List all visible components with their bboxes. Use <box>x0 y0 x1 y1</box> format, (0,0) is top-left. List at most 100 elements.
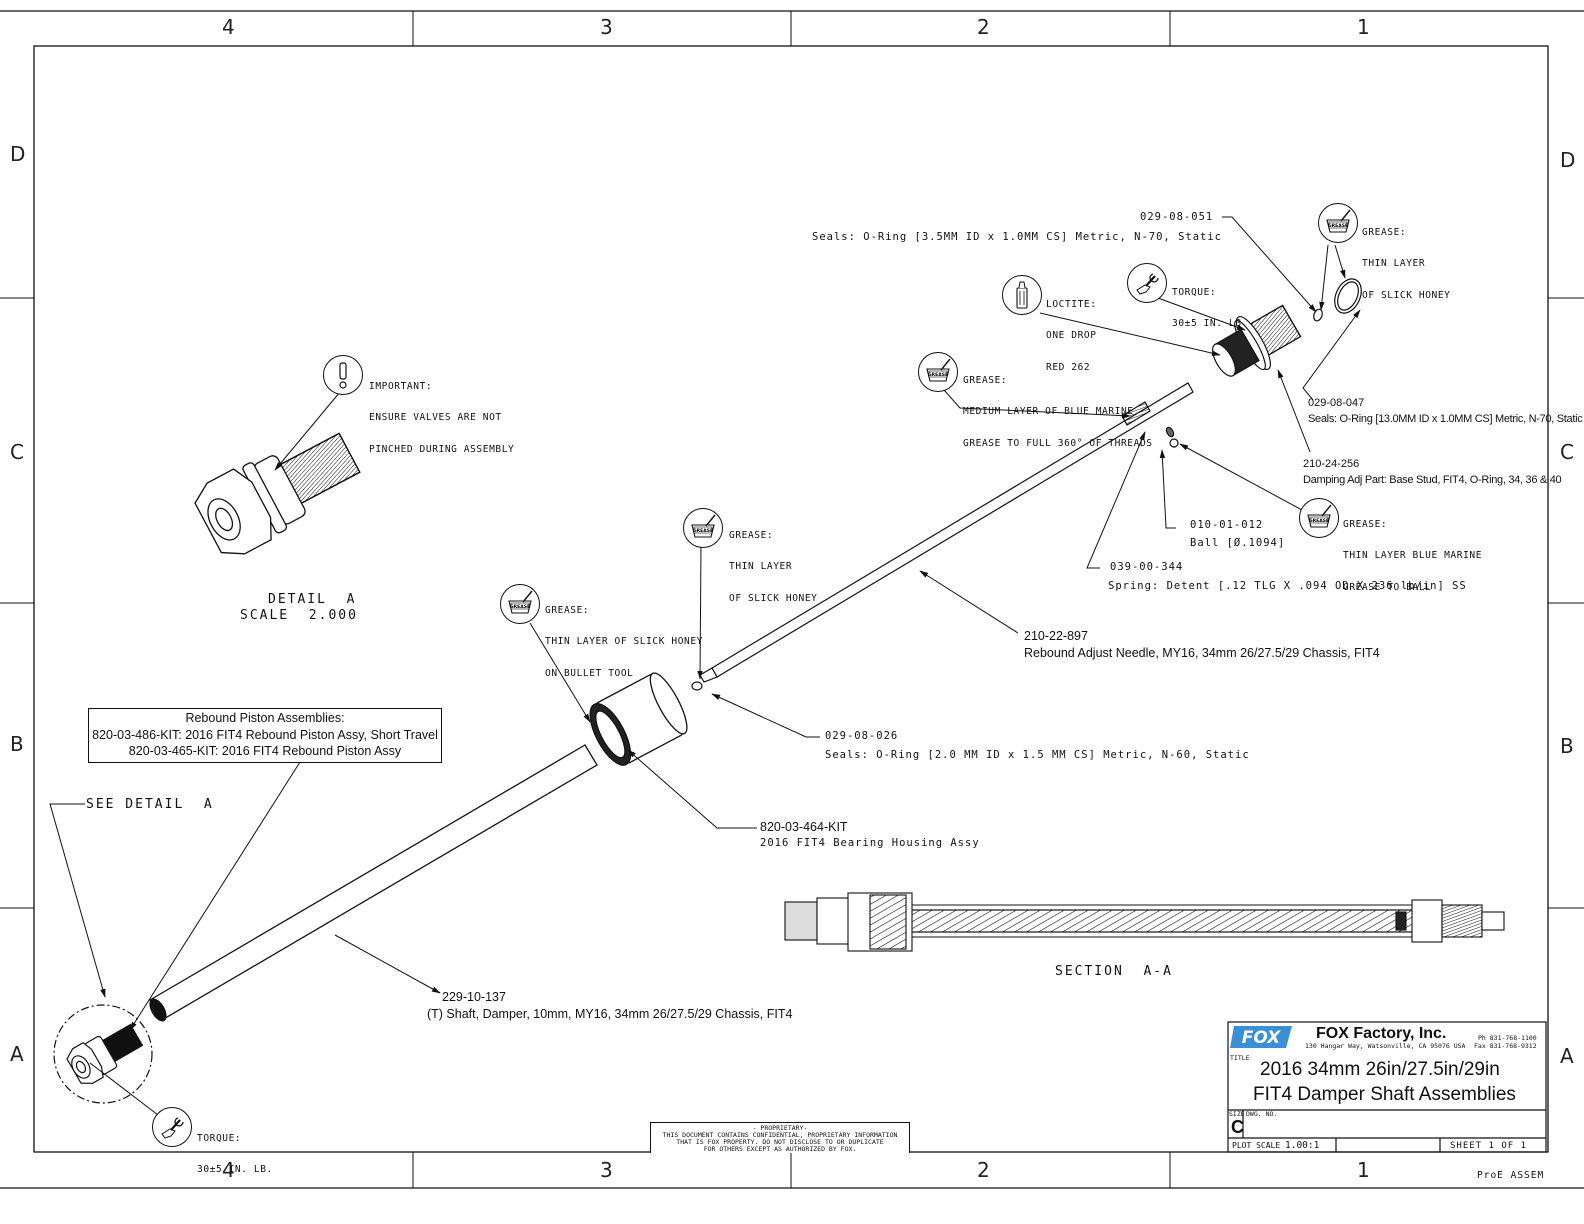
part-description: (T) Shaft, Damper, 10mm, MY16, 34mm 26/2… <box>427 1007 793 1021</box>
wrench-hand-icon <box>161 1117 184 1139</box>
zone-row-c: C <box>10 440 24 464</box>
note-line: 30±5 IN. LB. <box>197 1164 273 1176</box>
note-line: GREASE: <box>545 604 590 616</box>
part-number: 039-00-344 <box>1110 561 1184 573</box>
zone-column-1-bottom: 1 <box>1357 1158 1370 1182</box>
grease-bullet-note: GREASE: THIN LAYER OF SLICK HONEY ON BUL… <box>545 585 703 689</box>
detail-a-drawing <box>194 432 361 555</box>
note-line: RED 262 <box>1046 361 1091 373</box>
svg-text:GREASE: GREASE <box>693 528 713 534</box>
plot-scale-value: 1.00:1 <box>1285 1140 1320 1151</box>
bearing-housing-drawing <box>589 672 688 766</box>
part-description: 2016 FIT4 Bearing Housing Assy <box>760 837 980 849</box>
drawing-title-line-2: FIT4 Damper Shaft Assemblies <box>1253 1084 1516 1105</box>
plot-scale-label: PLOT SCALE <box>1232 1141 1281 1150</box>
zone-row-c-right: C <box>1560 440 1574 464</box>
company-fax: Fax 831-768-9312 <box>1474 1042 1537 1050</box>
grease-needle-note: GREASE: THIN LAYER OF SLICK HONEY <box>729 510 817 614</box>
svg-text:GREASE: GREASE <box>1309 518 1329 524</box>
loctite-tube-icon <box>1016 281 1028 309</box>
proprietary-line: FOR OTHERS EXCEPT AS AUTHORIZED BY FOX. <box>703 1145 857 1153</box>
proprietary-notice: - PROPRIETARY- THIS DOCUMENT CONTAINS CO… <box>650 1122 910 1153</box>
important-callout <box>323 355 363 395</box>
see-detail-a-label: SEE DETAIL A <box>86 797 214 812</box>
exclamation-icon <box>339 362 347 389</box>
note-line: TORQUE: <box>1172 286 1217 298</box>
rebound-needle-drawing <box>691 382 1194 691</box>
grease-ball-note: GREASE: THIN LAYER BLUE MARINE GREASE TO… <box>1343 499 1482 603</box>
detail-a-scale: SCALE 2.000 <box>240 608 358 623</box>
leader-lines <box>49 216 1361 1116</box>
sheet-count: SHEET 1 OF 1 <box>1450 1141 1528 1151</box>
company-phone: Ph 831-768-1100 <box>1478 1034 1537 1042</box>
detail-a-title: DETAIL A <box>268 592 357 607</box>
damper-shaft-drawing <box>149 744 598 1022</box>
note-line: GREASE: <box>963 374 1008 386</box>
part-number: 010-01-012 <box>1190 519 1264 531</box>
grease-top-note: GREASE: THIN LAYER OF SLICK HONEY <box>1362 207 1450 311</box>
torque-bottom-callout <box>152 1107 192 1147</box>
part-description: Damping Adj Part: Base Stud, FIT4, O-Rin… <box>1303 474 1562 486</box>
note-line: IMPORTANT: <box>369 380 433 392</box>
title-label: TITLE <box>1230 1054 1250 1062</box>
grease-ball-callout: GREASE <box>1299 498 1339 538</box>
note-line: PINCHED DURING ASSEMBLY <box>369 443 515 455</box>
note-line: MEDIUM LAYER OF BLUE MARINE <box>963 406 1134 418</box>
svg-text:GREASE: GREASE <box>510 604 530 610</box>
proprietary-line: THAT IS FOX PROPERTY. DO NOT DISCLOSE TO… <box>676 1138 884 1146</box>
part-description: Rebound Adjust Needle, MY16, 34mm 26/27.… <box>1024 646 1380 660</box>
zone-column-3: 3 <box>600 15 613 39</box>
note-line: THIN LAYER OF SLICK HONEY <box>545 636 703 648</box>
rebound-piston-box: Rebound Piston Assemblies: 820-03-486-KI… <box>88 708 442 763</box>
part-description: Seals: O-Ring [3.5MM ID x 1.0MM CS] Metr… <box>812 231 1223 243</box>
grease-icon: GREASE <box>926 358 951 382</box>
wrench-hand-icon <box>1136 273 1159 295</box>
part-number: 229-10-137 <box>442 990 506 1004</box>
note-line: ONE DROP <box>1046 330 1097 342</box>
size-label: SIZE <box>1229 1110 1245 1118</box>
footer-label: ProE ASSEM <box>1477 1170 1545 1181</box>
proprietary-title: - PROPRIETARY- <box>752 1124 808 1132</box>
grease-threads-callout: GREASE <box>918 352 958 392</box>
part-description: Seals: O-Ring [13.0MM ID x 1.0MM CS] Met… <box>1308 413 1583 425</box>
grease-top-callout: GREASE <box>1318 203 1358 243</box>
torque-top-note: TORQUE: 30±5 IN. LB. <box>1172 267 1248 340</box>
grease-icon: GREASE <box>691 514 716 538</box>
grease-icon: GREASE <box>1307 504 1332 528</box>
svg-text:FOX: FOX <box>1242 1028 1281 1048</box>
note-line: THIN LAYER <box>729 561 793 573</box>
note-line: THIN LAYER BLUE MARINE <box>1343 550 1483 562</box>
drawing-title-line-1: 2016 34mm 26in/27.5in/29in <box>1260 1059 1500 1080</box>
note-line: GREASE: <box>1362 226 1407 238</box>
zone-row-b-right: B <box>1560 734 1574 758</box>
zone-row-a-right: A <box>1560 1044 1574 1068</box>
note-line: TORQUE: <box>197 1132 242 1144</box>
note-line: GREASE TO FULL 360° OF THREADS <box>963 437 1153 449</box>
loctite-callout <box>1002 275 1042 315</box>
zone-column-4: 4 <box>222 15 235 39</box>
note-line: GREASE: <box>1343 518 1388 530</box>
part-number: 029-08-026 <box>825 730 899 742</box>
size-value: C <box>1231 1117 1244 1137</box>
piston-box-line: 820-03-486-KIT: 2016 FIT4 Rebound Piston… <box>92 727 438 742</box>
dwg-no-label: DWG. NO. <box>1246 1110 1278 1118</box>
note-line: GREASE: <box>729 529 774 541</box>
company-name: FOX Factory, Inc. <box>1316 1025 1447 1042</box>
part-number: 820-03-464-KIT <box>760 820 848 834</box>
note-line: 30±5 IN. LB. <box>1172 318 1248 330</box>
part-number: 029-08-051 <box>1140 211 1214 223</box>
title-block-lines <box>1227 1021 1547 1153</box>
zone-row-d: D <box>10 142 26 166</box>
note-line: GREASE TO BALL <box>1343 581 1432 593</box>
svg-text:GREASE: GREASE <box>928 372 948 378</box>
zone-column-3-bottom: 3 <box>600 1158 613 1182</box>
grease-needle-callout: GREASE <box>683 508 723 548</box>
grease-bullet-callout: GREASE <box>500 584 540 624</box>
zone-column-1: 1 <box>1357 15 1370 39</box>
important-note: IMPORTANT: ENSURE VALVES ARE NOT PINCHED… <box>369 361 514 465</box>
zone-row-b: B <box>10 732 24 756</box>
piston-assy-drawing <box>53 1004 153 1104</box>
note-line: ON BULLET TOOL <box>545 667 634 679</box>
note-line: OF SLICK HONEY <box>729 592 818 604</box>
